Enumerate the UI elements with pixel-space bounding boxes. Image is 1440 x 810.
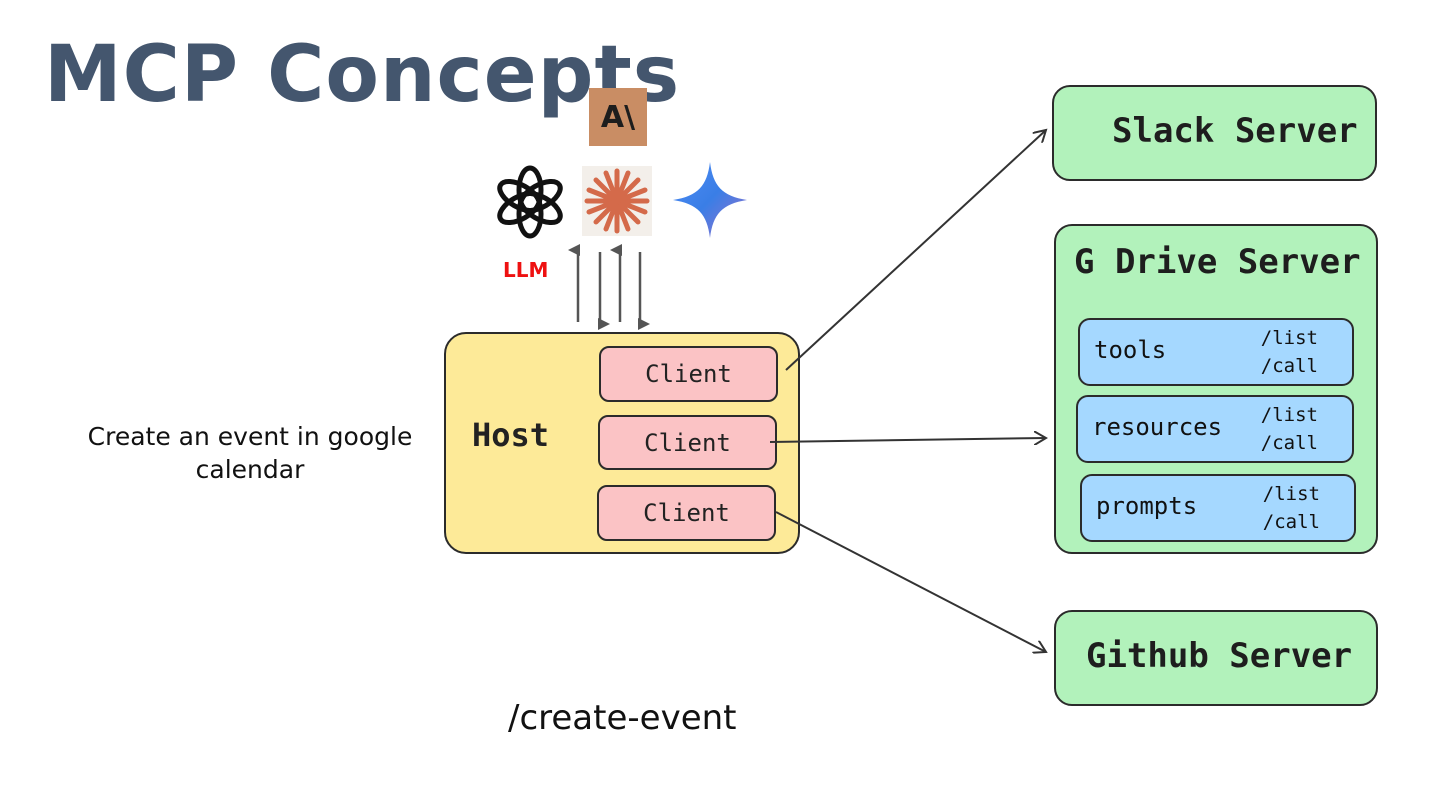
- arrow-client-to-github: [775, 511, 1046, 652]
- openai-icon: [497, 165, 563, 239]
- slack-server-box: Slack Server: [1052, 85, 1377, 181]
- capability-name: resources: [1092, 413, 1223, 441]
- capability-ops: /list /call: [1261, 401, 1318, 457]
- capability-op: /call: [1260, 432, 1318, 454]
- github-server-label: Github Server: [1086, 636, 1353, 676]
- client-box-2: Client: [598, 415, 777, 470]
- capability-ops: /list /call: [1263, 480, 1320, 536]
- capability-op: /call: [1260, 355, 1318, 377]
- page-title: MCP Concepts: [44, 30, 681, 120]
- arrow-client-to-gdrive: [769, 438, 1046, 442]
- user-prompt-text: Create an event in google calendar: [87, 422, 413, 484]
- client-box-3: Client: [597, 485, 776, 541]
- capability-op: /list: [1260, 404, 1318, 426]
- gdrive-server-label: G Drive Server: [1074, 242, 1361, 282]
- host-label: Host: [472, 416, 550, 454]
- github-server-box: Github Server: [1054, 610, 1378, 706]
- capability-name: tools: [1094, 336, 1167, 364]
- llm-label: LLM: [503, 258, 549, 282]
- slack-server-label: Slack Server: [1112, 111, 1358, 151]
- capability-prompts: prompts /list /call: [1080, 474, 1356, 542]
- capability-ops: /list /call: [1261, 324, 1318, 380]
- anthropic-logo: A\: [589, 88, 647, 146]
- capability-op: /list: [1260, 327, 1318, 349]
- capability-tools: tools /list /call: [1078, 318, 1354, 386]
- capability-op: /call: [1262, 511, 1320, 533]
- capability-resources: resources /list /call: [1076, 395, 1354, 463]
- gemini-icon: [673, 162, 747, 238]
- capability-op: /list: [1262, 483, 1320, 505]
- create-event-caption: /create-event: [508, 698, 737, 738]
- anthropic-logo-text: A\: [600, 99, 636, 135]
- arrow-client-to-slack: [785, 130, 1046, 371]
- capability-name: prompts: [1096, 492, 1198, 520]
- gdrive-server-box: G Drive Server tools /list /call resourc…: [1054, 224, 1378, 554]
- claude-icon: [582, 166, 652, 236]
- client-box-1: Client: [599, 346, 778, 402]
